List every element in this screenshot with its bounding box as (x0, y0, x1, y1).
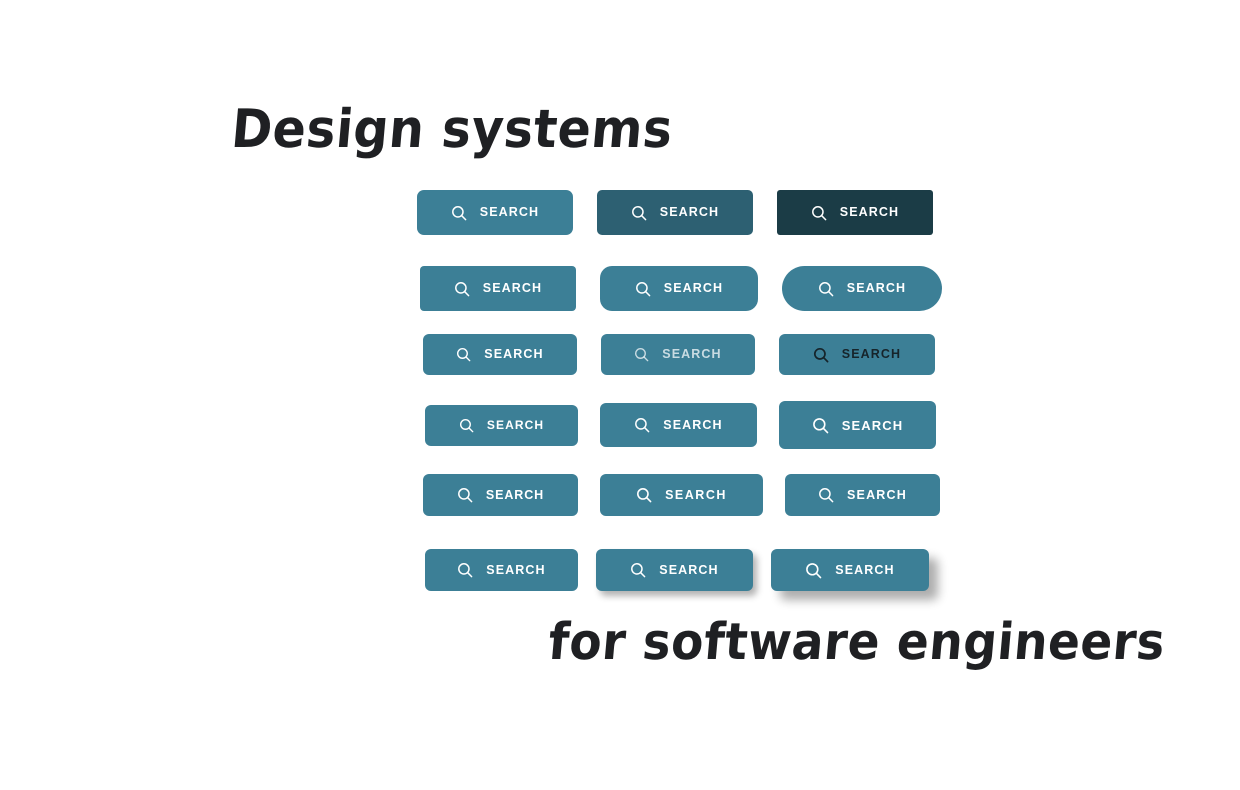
search-button-label: SEARCH (835, 562, 895, 577)
button-row-text-contrast-scale: SEARCH SEARCH SEARCH (423, 334, 935, 375)
button-row-weight-tracking-scale: SEARCH SEARCH SEARCH (423, 474, 940, 516)
search-button[interactable]: SEARCH (425, 404, 578, 446)
search-button[interactable]: SEARCH (423, 474, 578, 516)
search-icon (459, 418, 474, 433)
search-button-label: SEARCH (665, 487, 727, 502)
search-button-label: SEARCH (663, 281, 724, 296)
search-button[interactable]: SEARCH (600, 266, 758, 311)
search-icon (811, 205, 827, 221)
search-button[interactable]: SEARCH (600, 474, 763, 516)
search-icon (813, 347, 829, 363)
search-button[interactable]: SEARCH (600, 403, 757, 447)
search-icon (630, 562, 646, 578)
search-button[interactable]: SEARCH (425, 549, 578, 591)
search-icon (457, 487, 473, 503)
search-icon (818, 487, 834, 503)
search-icon (634, 417, 650, 433)
button-row-size-padding-scale: SEARCH SEARCH SEARCH (425, 401, 936, 449)
button-row-color-shade-scale: SEARCH SEARCH SEARCH (417, 190, 933, 235)
button-row-corner-radius-scale: SEARCH SEARCH SEARCH (420, 266, 942, 311)
search-button-label: SEARCH (486, 418, 545, 432)
search-button-label: SEARCH (841, 347, 902, 362)
search-button-label: SEARCH (659, 562, 719, 577)
search-button[interactable]: SEARCH (423, 334, 577, 375)
search-icon (635, 281, 651, 297)
search-icon (634, 347, 649, 362)
search-button-label: SEARCH (663, 417, 723, 432)
button-row-elevation-shadow-scale: SEARCH SEARCH SEARCH (425, 549, 929, 591)
search-icon (631, 205, 647, 221)
search-button[interactable]: SEARCH (785, 474, 940, 516)
search-icon (457, 562, 473, 578)
search-button[interactable]: SEARCH (782, 266, 942, 311)
search-button[interactable]: SEARCH (779, 401, 936, 449)
search-button[interactable]: SEARCH (771, 549, 929, 591)
search-icon (636, 487, 652, 503)
search-button-label: SEARCH (839, 205, 900, 220)
search-button-label: SEARCH (485, 487, 545, 502)
search-button-label: SEARCH (847, 487, 907, 502)
search-button[interactable]: SEARCH (779, 334, 935, 375)
search-button-label: SEARCH (841, 417, 904, 433)
search-icon (805, 562, 822, 579)
search-button[interactable]: SEARCH (601, 334, 755, 375)
search-button[interactable]: SEARCH (596, 549, 753, 591)
search-icon (812, 417, 829, 434)
search-button-label: SEARCH (479, 205, 540, 220)
search-button-label: SEARCH (662, 347, 722, 362)
page-subtitle: for software engineers (546, 612, 1168, 672)
search-button[interactable]: SEARCH (777, 190, 933, 235)
search-icon (818, 281, 834, 297)
search-icon (454, 281, 470, 297)
search-icon (451, 205, 467, 221)
search-button-label: SEARCH (486, 562, 546, 577)
search-button-label: SEARCH (659, 205, 720, 220)
search-icon (456, 347, 471, 362)
search-button-label: SEARCH (484, 347, 544, 362)
search-button[interactable]: SEARCH (417, 190, 573, 235)
search-button[interactable]: SEARCH (420, 266, 576, 311)
search-button-label: SEARCH (482, 281, 543, 296)
search-button[interactable]: SEARCH (597, 190, 753, 235)
search-button-label: SEARCH (846, 281, 907, 296)
